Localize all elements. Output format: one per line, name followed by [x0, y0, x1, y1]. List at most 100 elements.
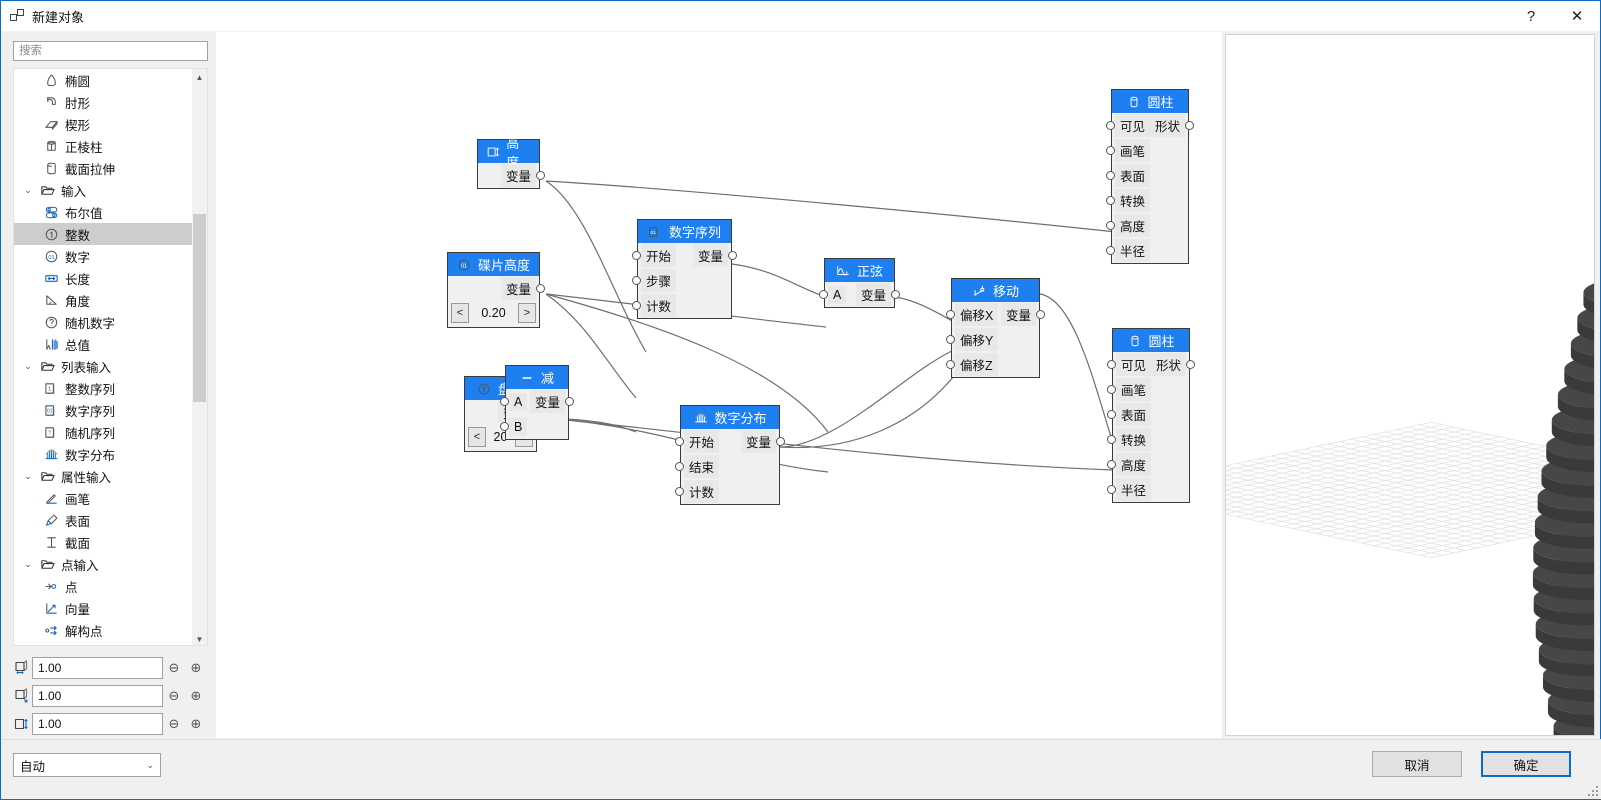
- graph-node-num_dist[interactable]: 数字分布开始变量结束计数: [675, 405, 785, 505]
- input-port[interactable]: [1106, 121, 1115, 130]
- graph-node-height[interactable]: 高度变量: [477, 136, 545, 189]
- chevron-down-icon[interactable]: ⌄: [24, 360, 32, 371]
- sidebar-item-总值[interactable]: 总值: [14, 333, 194, 355]
- node-header[interactable]: 正弦: [825, 259, 894, 282]
- dimension-input-2[interactable]: [32, 685, 163, 707]
- input-port[interactable]: [632, 276, 641, 285]
- input-port[interactable]: [1106, 146, 1115, 155]
- close-icon[interactable]: ✕: [1570, 8, 1584, 25]
- sidebar-item-解构点[interactable]: 解构点: [14, 619, 194, 641]
- stepper-prev-button[interactable]: <: [451, 302, 469, 323]
- sidebar-item-点[interactable]: 点: [14, 575, 194, 597]
- node-header[interactable]: 圆柱: [1113, 329, 1189, 352]
- sidebar-item-椭圆[interactable]: 椭圆: [14, 69, 194, 91]
- input-port[interactable]: [946, 335, 955, 344]
- graph-node-cylinder_bottom[interactable]: 圆柱可见形状画笔表面转换高度半径: [1107, 328, 1195, 503]
- input-port[interactable]: [1107, 435, 1116, 444]
- search-input[interactable]: [13, 41, 208, 61]
- node-header[interactable]: 高度: [478, 136, 539, 170]
- input-port[interactable]: [946, 360, 955, 369]
- sidebar-item-角度[interactable]: 角度: [14, 289, 194, 311]
- input-port[interactable]: [1106, 196, 1115, 205]
- sidebar-item-属性输入[interactable]: ⌄属性输入: [14, 465, 194, 487]
- input-port[interactable]: [819, 290, 828, 299]
- increment-button[interactable]: ⊕: [190, 716, 202, 731]
- input-port[interactable]: [632, 301, 641, 310]
- dimension-input-1[interactable]: [32, 657, 163, 679]
- stepper-prev-button[interactable]: <: [468, 426, 486, 447]
- output-port[interactable]: [536, 284, 545, 293]
- input-port[interactable]: [675, 487, 684, 496]
- mode-select[interactable]: 自动 ⌄: [13, 753, 161, 777]
- output-port[interactable]: [536, 171, 545, 180]
- decrement-button[interactable]: ⊖: [168, 716, 180, 731]
- sidebar-item-随机数字[interactable]: 随机数字: [14, 311, 194, 333]
- output-port[interactable]: [891, 290, 900, 299]
- input-port[interactable]: [1106, 221, 1115, 230]
- input-port[interactable]: [946, 310, 955, 319]
- output-port[interactable]: [1186, 360, 1195, 369]
- node-header[interactable]: 减: [506, 366, 568, 389]
- sidebar-item-随机序列[interactable]: ?随机序列: [14, 421, 194, 443]
- increment-button[interactable]: ⊕: [190, 660, 202, 675]
- input-port[interactable]: [1107, 385, 1116, 394]
- input-port[interactable]: [500, 422, 509, 431]
- node-header[interactable]: 圆柱: [1112, 90, 1188, 113]
- input-port[interactable]: [675, 437, 684, 446]
- sidebar-item-截面拉伸[interactable]: 截面拉伸: [14, 157, 194, 179]
- sidebar-item-正棱柱[interactable]: 正棱柱: [14, 135, 194, 157]
- stepper-next-button[interactable]: >: [518, 302, 536, 323]
- sidebar-item-肘形[interactable]: 肘形: [14, 91, 194, 113]
- output-port[interactable]: [776, 437, 785, 446]
- sidebar-item-点输入[interactable]: ⌄点输入: [14, 553, 194, 575]
- decrement-button[interactable]: ⊖: [168, 688, 180, 703]
- cancel-button[interactable]: 取消: [1372, 751, 1462, 777]
- resize-grip[interactable]: [1588, 786, 1598, 796]
- chevron-down-icon[interactable]: ⌄: [24, 558, 32, 569]
- sidebar-item-画笔[interactable]: 画笔: [14, 487, 194, 509]
- input-port[interactable]: [1107, 360, 1116, 369]
- scroll-up-icon[interactable]: ▲: [195, 72, 204, 82]
- tree-scrollbar[interactable]: ▲ ▼: [192, 69, 207, 645]
- sidebar-item-表面[interactable]: 表面: [14, 509, 194, 531]
- scrollbar-thumb[interactable]: [193, 214, 206, 402]
- stepper-value[interactable]: 20: [493, 429, 508, 444]
- chevron-down-icon[interactable]: ⌄: [24, 470, 32, 481]
- sidebar-item-截面[interactable]: 截面: [14, 531, 194, 553]
- input-port[interactable]: [1106, 246, 1115, 255]
- node-graph-canvas[interactable]: 高度变量01碟片高度变量<0.20>盘数变量<20>01数字序列开始变量步骤计数…: [216, 32, 1222, 738]
- dimension-input-3[interactable]: [32, 713, 163, 735]
- sidebar-item-整数[interactable]: 整数: [14, 223, 194, 245]
- scroll-down-icon[interactable]: ▼: [195, 634, 204, 644]
- sidebar-item-输入[interactable]: ⌄输入: [14, 179, 194, 201]
- sidebar-item-向量[interactable]: 向量: [14, 597, 194, 619]
- graph-node-cylinder_top[interactable]: 圆柱可见形状画笔表面转换高度半径: [1106, 89, 1194, 264]
- input-port[interactable]: [500, 397, 509, 406]
- increment-button[interactable]: ⊕: [190, 688, 202, 703]
- decrement-button[interactable]: ⊖: [168, 660, 180, 675]
- output-port[interactable]: [728, 251, 737, 260]
- node-header[interactable]: 数字分布: [681, 406, 779, 429]
- output-port[interactable]: [1185, 121, 1194, 130]
- node-header[interactable]: 移动: [952, 279, 1039, 302]
- help-button[interactable]: ?: [1526, 7, 1536, 25]
- chevron-down-icon[interactable]: ⌄: [24, 184, 32, 195]
- sidebar-item-数字分布[interactable]: 数字分布: [14, 443, 194, 465]
- input-port[interactable]: [1107, 410, 1116, 419]
- viewport-3d[interactable]: [1225, 34, 1595, 736]
- sidebar-item-解构向量[interactable]: 解构向量: [14, 641, 194, 645]
- input-port[interactable]: [1107, 460, 1116, 469]
- sidebar-item-布尔值[interactable]: 布尔值: [14, 201, 194, 223]
- input-port[interactable]: [1106, 171, 1115, 180]
- input-port[interactable]: [1107, 485, 1116, 494]
